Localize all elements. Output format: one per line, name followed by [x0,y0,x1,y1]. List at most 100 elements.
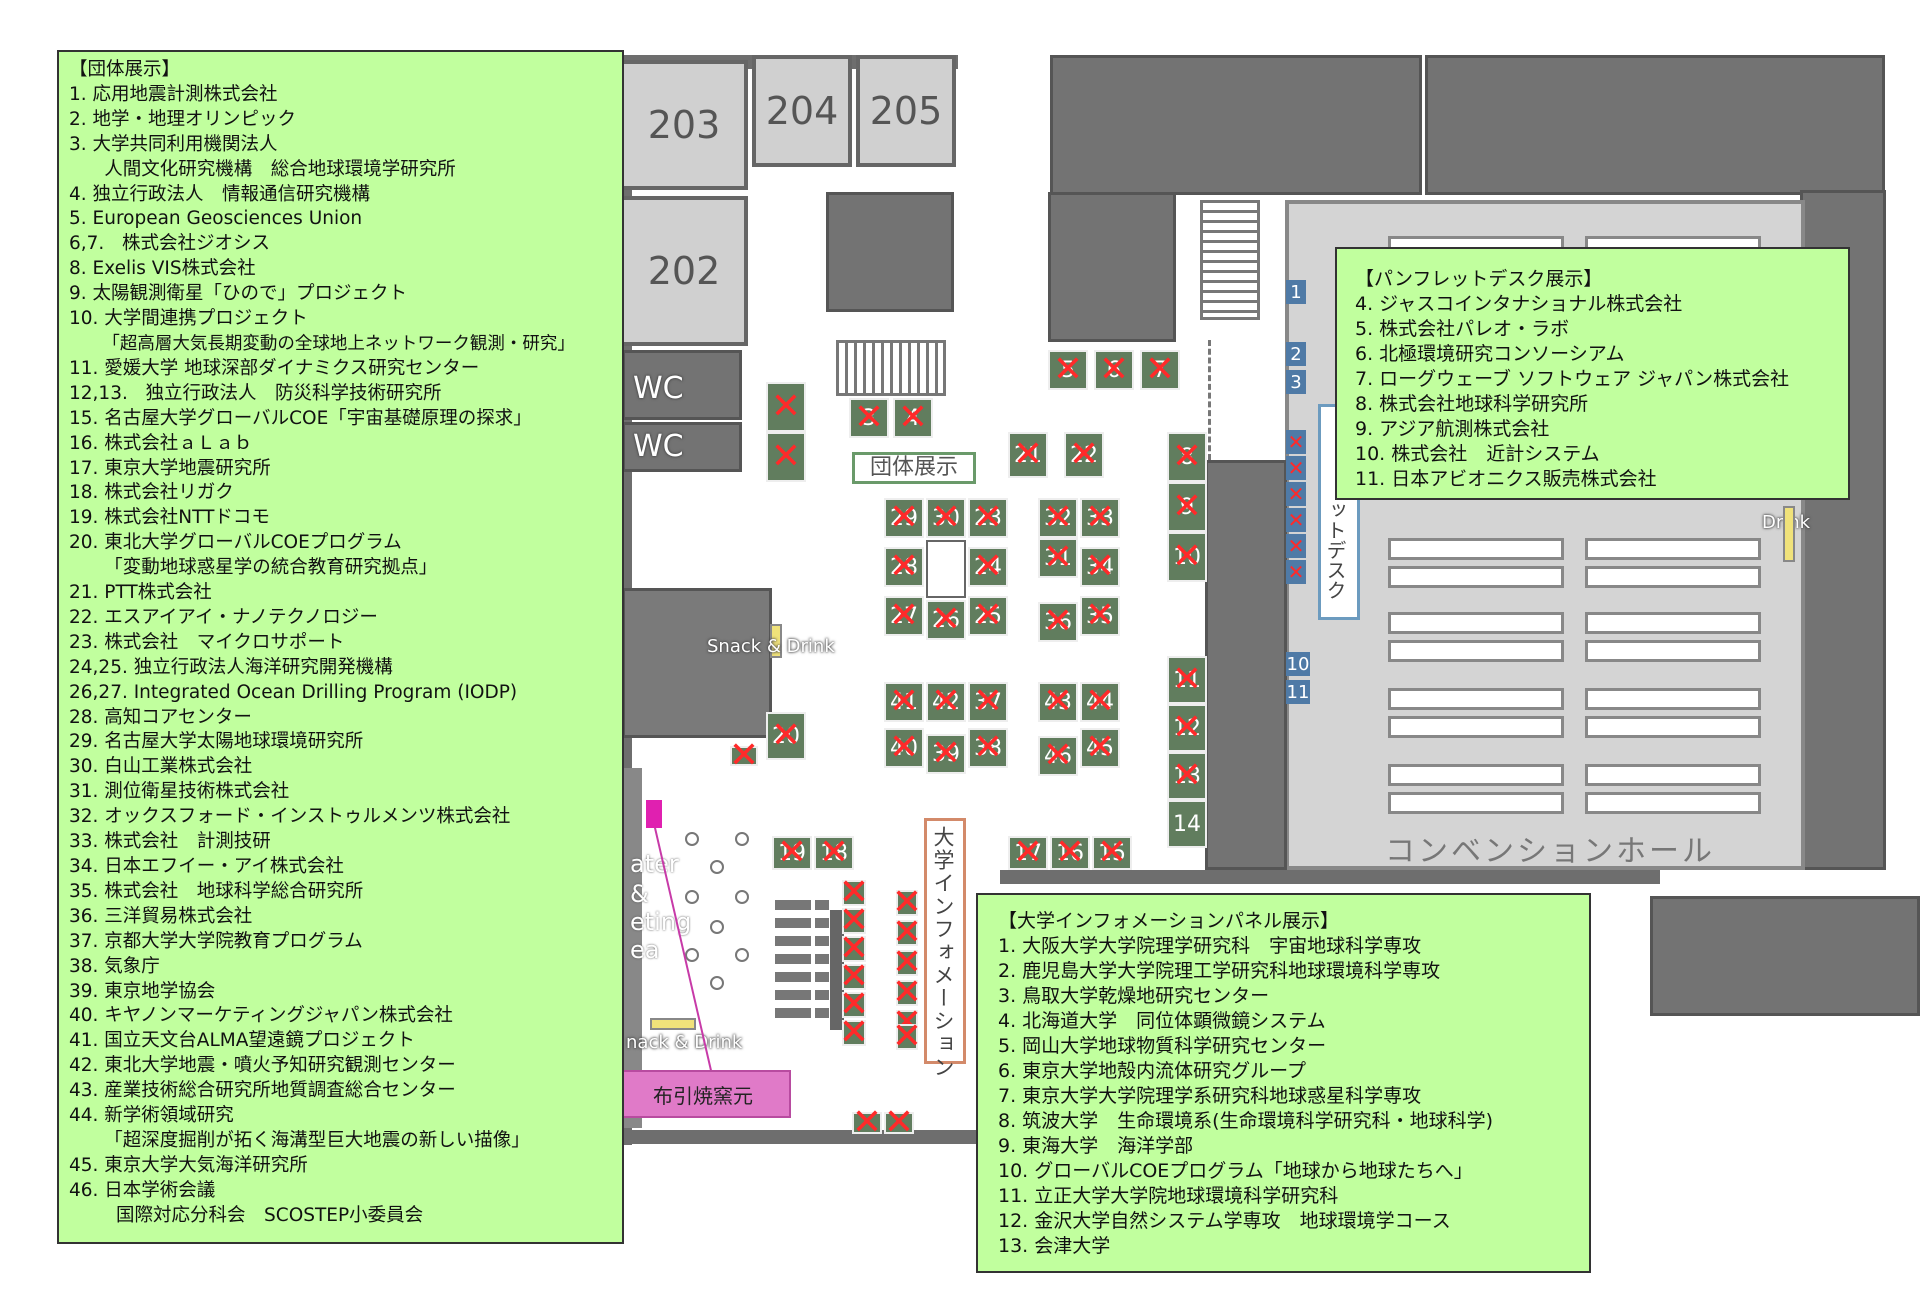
booth-28[interactable]: 28 [884,547,924,587]
univ-item: 7. 東京大学大学院理学系研究科地球惑星科学専攻 [998,1085,1422,1107]
pamphlet-item: 6. 北極環境研究コンソーシアム [1355,343,1625,365]
pamphlet-booth-11[interactable]: 11 [1286,680,1310,704]
small-booth[interactable] [730,746,758,766]
booth-13[interactable]: 13 [1167,752,1207,800]
pamphlet-booth-3[interactable]: 3 [1286,370,1306,394]
drink-machine [1783,506,1795,562]
group-item: 31. 測位衛星技術株式会社 [69,781,290,803]
booth-25[interactable]: 25 [968,596,1008,636]
shop-callout[interactable]: 布引焼窯元 [615,1070,791,1118]
pamphlet-booth-1[interactable]: 1 [1286,280,1306,304]
booth-11[interactable]: 11 [1167,656,1207,704]
booth-2[interactable] [766,432,806,482]
chairs-block [775,900,811,1020]
univ-panel-booth[interactable] [884,1112,914,1134]
hall-table [1585,566,1761,588]
booth-30[interactable]: 30 [926,498,966,538]
univ-item: 8. 筑波大学 生命環境系(生命環境科学研究科・地球科学) [998,1110,1493,1132]
booth-38[interactable]: 38 [968,728,1008,768]
booth-10[interactable]: 10 [1167,532,1207,582]
booth-34[interactable]: 34 [1080,547,1120,587]
seat [735,948,749,962]
group-item: 24,25. 独立行政法人海洋研究開発機構 [69,656,393,678]
group-item: 44. 新学術領域研究 [69,1105,234,1127]
pamphlet-booth-9[interactable] [1286,560,1306,584]
pamphlet-item: 7. ローグウェーブ ソフトウェア ジャパン株式会社 [1355,368,1790,390]
group-item: 40. キヤノンマーケティングジャパン株式会社 [69,1005,453,1027]
group-item: 33. 株式会社 計測技研 [69,831,271,853]
seat [710,860,724,874]
booth-1[interactable] [766,382,806,432]
booth-35[interactable]: 35 [1080,596,1120,636]
room-204-label: 204 [765,89,839,133]
booth-7[interactable]: 7 [1140,350,1180,390]
booth-14[interactable]: 14 [1167,800,1207,848]
booth-44[interactable]: 44 [1080,682,1120,722]
booth-23[interactable]: 23 [968,498,1008,538]
wc-1: WC [622,350,742,420]
univ-item: 6. 東京大学地殻内流体研究グループ [998,1060,1307,1082]
booth-20[interactable]: 20 [766,712,806,760]
univ-info-sign [924,818,966,1064]
wall-right-bottom [1000,870,1660,884]
univ-panel-booth[interactable] [852,1112,882,1134]
univ-item: 10. グローバルCOEプログラム「地球から地球たちへ」 [998,1160,1473,1182]
booth-17[interactable]: 17 [1008,836,1048,870]
room-203-label: 203 [647,103,721,147]
group-item: 5. European Geosciences Union [69,208,363,230]
booth-29[interactable]: 29 [884,498,924,538]
pamphlet-booth-10[interactable]: 10 [1286,652,1310,676]
booth-33[interactable]: 33 [1080,498,1120,538]
booth-40[interactable]: 40 [884,728,924,768]
booth-31[interactable]: 31 [1038,538,1078,578]
pamphlet-booth-7[interactable] [1286,508,1306,532]
booth-16[interactable]: 16 [1050,836,1090,870]
pamphlet-booth-4[interactable] [1286,430,1306,454]
pamphlet-item: 4. ジャスコインタナショナル株式会社 [1355,293,1683,315]
univ-panel-booth[interactable] [896,1024,918,1050]
univ-panel-booth[interactable] [842,1020,866,1046]
booth-15[interactable]: 15 [1092,836,1132,870]
booth-24[interactable]: 24 [968,547,1008,587]
booth-37[interactable]: 37 [968,682,1008,722]
shop-marker[interactable] [646,800,662,828]
booth-26[interactable]: 26 [926,600,966,640]
group-item: 28. 高知コアセンター [69,706,252,728]
booth-3[interactable]: 3 [849,398,889,438]
pamphlet-booth-2[interactable]: 2 [1286,342,1306,366]
booth-22[interactable]: 22 [1064,432,1104,478]
group-item: 2. 地学・地理オリンピック [69,108,297,130]
booth-36[interactable]: 36 [1038,602,1078,642]
hall-table [1388,538,1564,560]
booth-41[interactable]: 41 [884,682,924,722]
booth-32[interactable]: 32 [1038,498,1078,538]
hall-table [1585,688,1761,710]
group-item: 6,7. 株式会社ジオシス [69,233,270,255]
group-item: 17. 東京大学地震研究所 [69,457,271,479]
booth-43[interactable]: 43 [1038,682,1078,722]
group-item: 43. 産業技術総合研究所地質調査総合センター [69,1080,456,1102]
booth-42[interactable]: 42 [926,682,966,722]
group-item: 8. Exelis VIS株式会社 [69,258,256,280]
booth-8[interactable]: 8 [1167,432,1207,482]
booth-5[interactable]: 5 [1048,350,1088,390]
booth-19[interactable]: 19 [772,836,812,870]
booth-45[interactable]: 45 [1080,728,1120,768]
booth-4[interactable]: 4 [893,398,933,438]
booth-39[interactable]: 39 [926,734,966,774]
room-204: 204 [752,55,852,167]
group-item: 37. 京都大学大学院教育プログラム [69,930,363,952]
pamphlet-booth-6[interactable] [1286,482,1306,506]
booth-46[interactable]: 46 [1038,736,1078,776]
pamphlet-booth-5[interactable] [1286,456,1306,480]
booth-18[interactable]: 18 [814,836,854,870]
booth-6[interactable]: 6 [1094,350,1134,390]
booth-21[interactable]: 21 [1008,432,1048,478]
pamphlet-item: 9. アジア航測株式会社 [1355,418,1550,440]
booth-12[interactable]: 12 [1167,704,1207,752]
pamphlet-booth-8[interactable] [1286,534,1306,558]
univ-item: 12. 金沢大学自然システム学専攻 地球環境学コース [998,1210,1451,1232]
pamphlet-panel-title: 【パンフレットデスク展示】 [1355,268,1603,290]
booth-9[interactable]: 9 [1167,482,1207,532]
booth-27[interactable]: 27 [884,596,924,636]
